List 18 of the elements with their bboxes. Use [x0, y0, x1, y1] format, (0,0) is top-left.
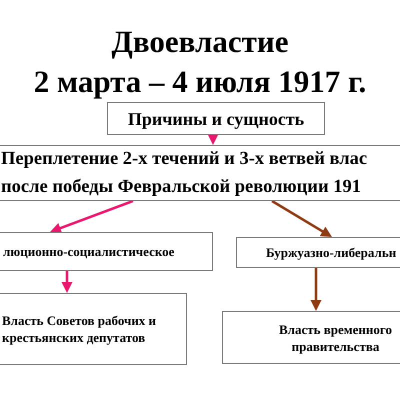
process-box	[0, 145, 400, 201]
arrow	[50, 200, 134, 234]
diagram-title: Двоевластие 2 марта – 4 июля 1917 г.	[32, 23, 368, 101]
node-label: Власть Советов рабочих и крестьянских депутатов	[2, 312, 158, 346]
node-label: люционно-социалистическое	[3, 243, 174, 260]
arrow	[62, 271, 72, 293]
arrow	[208, 134, 218, 145]
process-box	[222, 311, 400, 364]
process-box	[0, 293, 187, 365]
node-label: Причины и сущность	[128, 108, 304, 130]
process-box	[0, 232, 213, 271]
arrow	[271, 200, 333, 238]
node-label: Власть временного правительства	[278, 320, 393, 354]
node-label: Буржуазно-либеральн	[266, 244, 396, 261]
process-box	[107, 102, 325, 135]
arrow	[310, 268, 322, 311]
process-box	[236, 237, 400, 268]
node-label: Переплетение 2-х течений и 3-х ветвей влас после победы Февральской революции 191	[1, 148, 368, 199]
